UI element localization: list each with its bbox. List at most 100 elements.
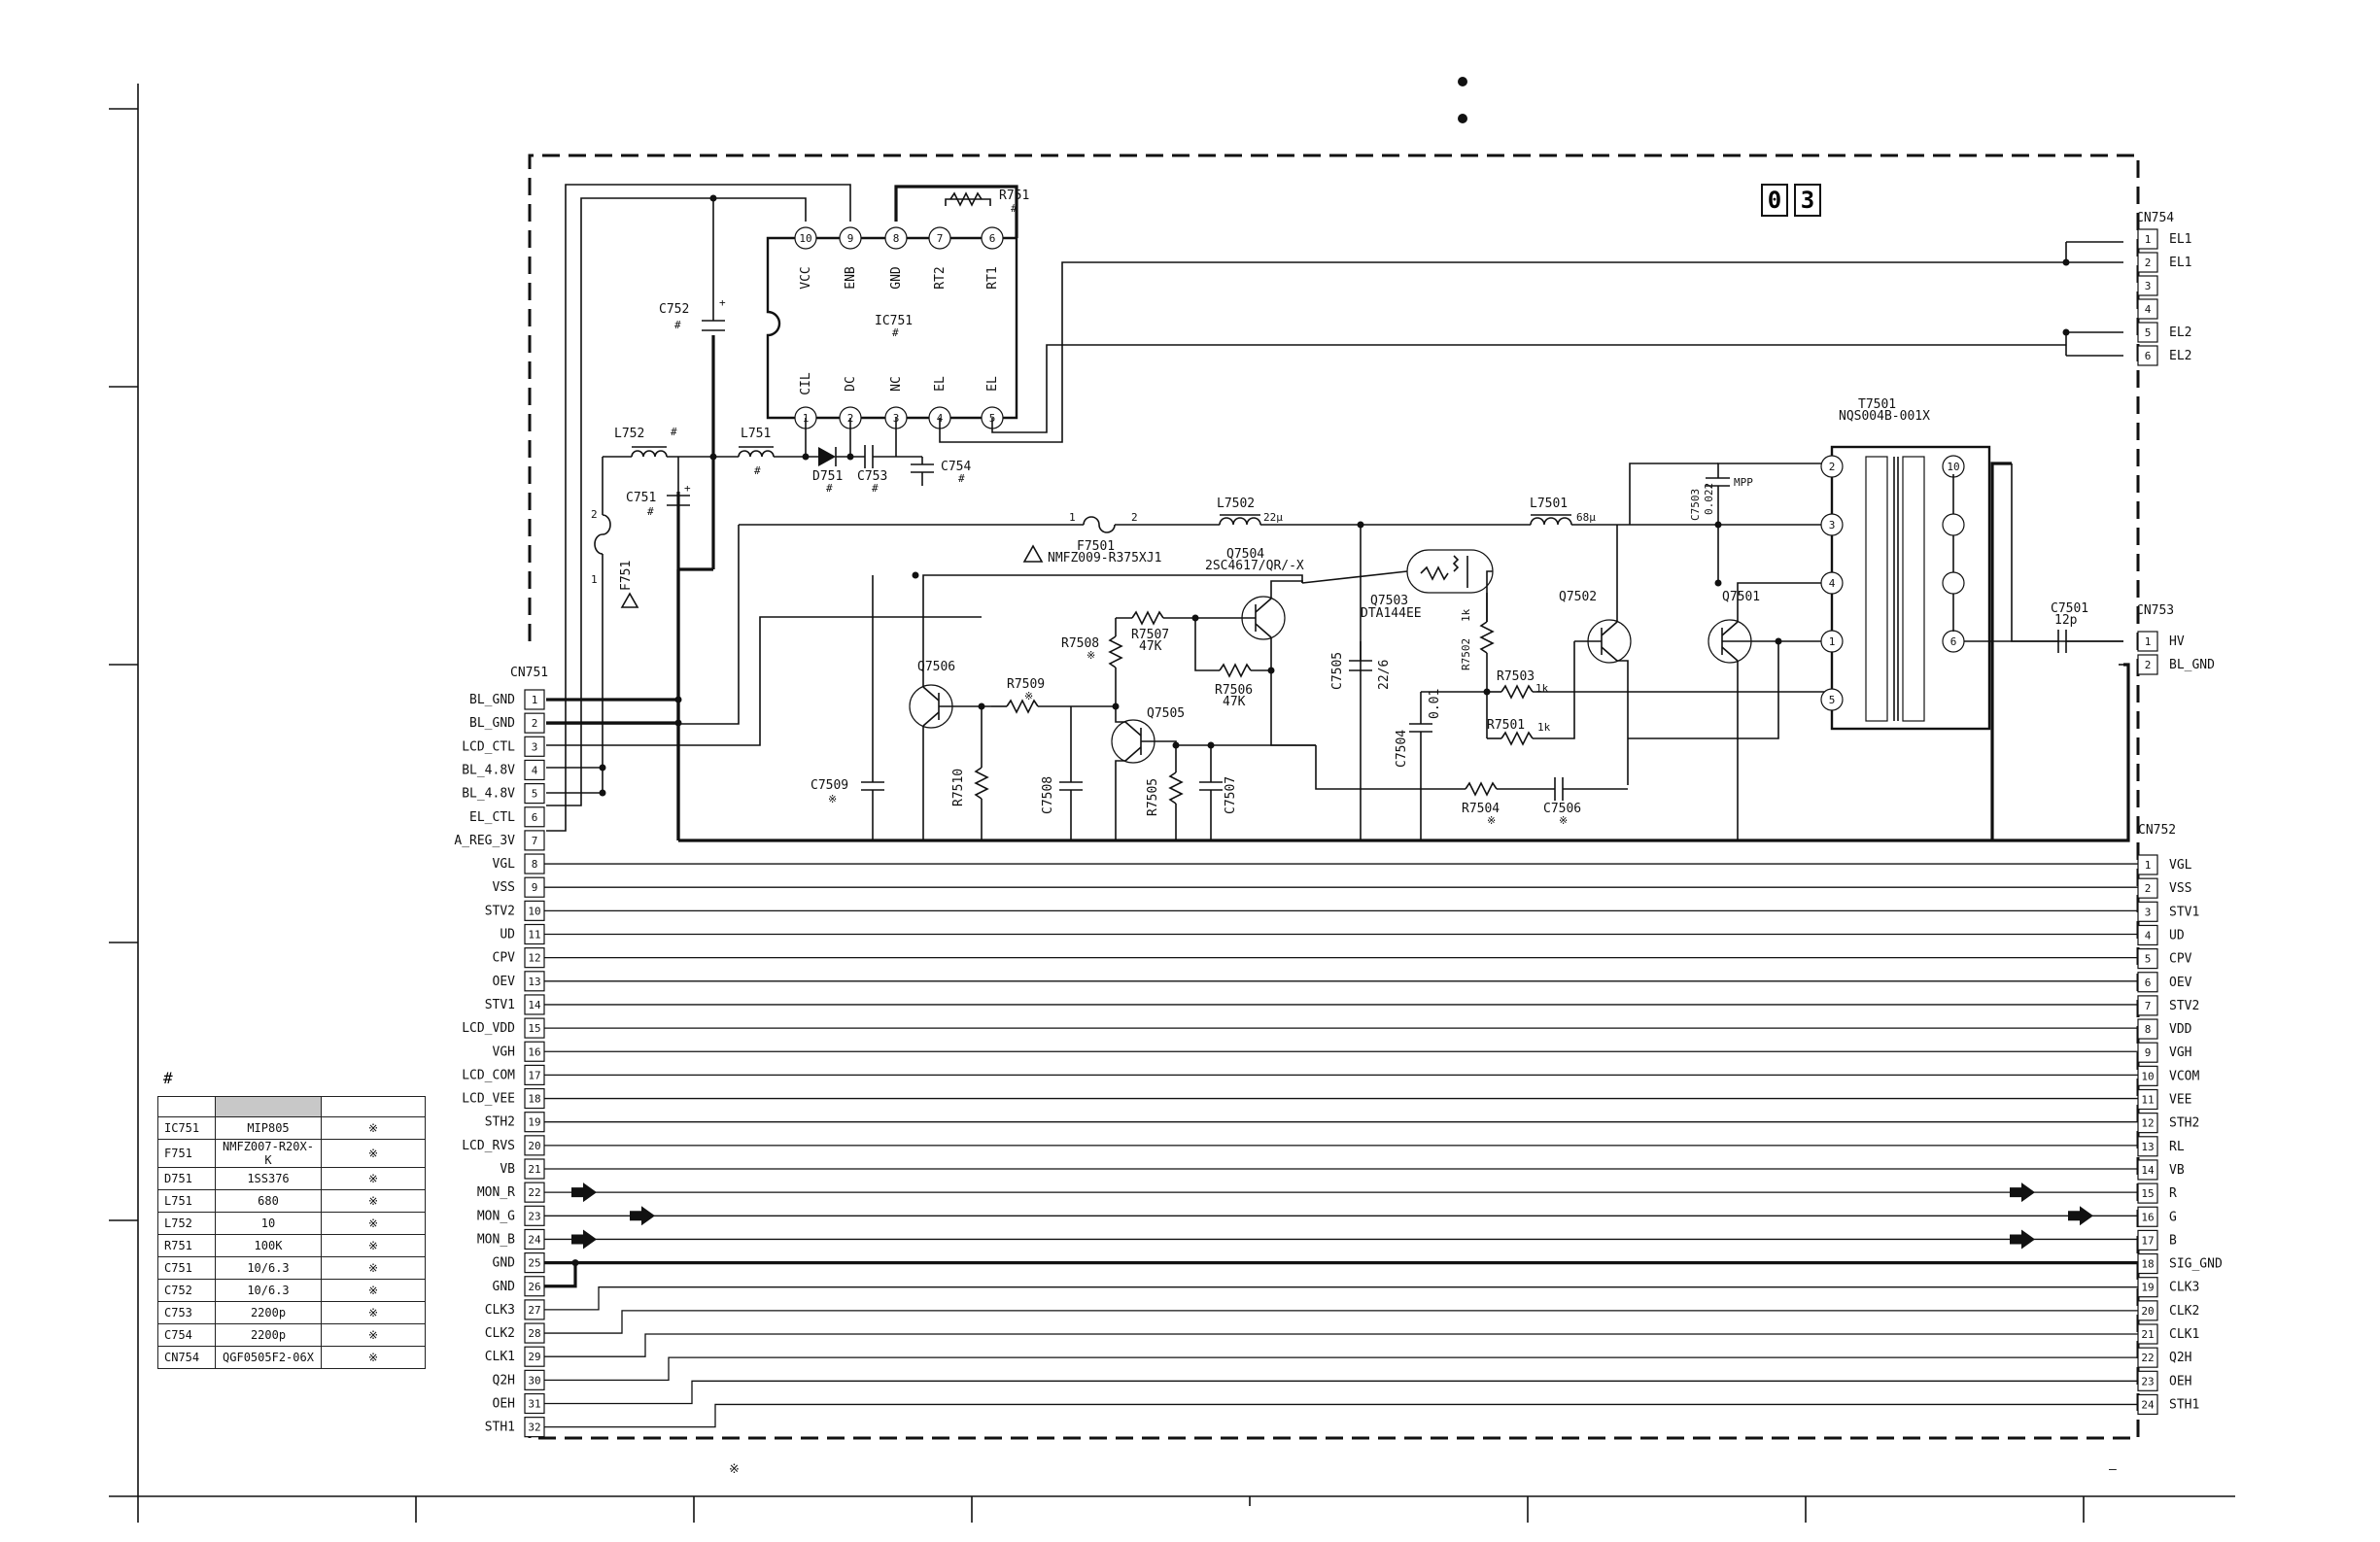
- backlight-input-wiring: R751 # C752 # + L752 # L751 # D751 # C75…: [546, 184, 2123, 840]
- header-cell: [321, 1096, 426, 1117]
- part-value-cell: 10: [215, 1212, 322, 1235]
- r7508-label: R7508: [1061, 636, 1099, 651]
- cn752-pin-name: RL: [2169, 1140, 2185, 1154]
- t7501-pin-number: 1: [1829, 635, 1836, 648]
- cn751-pin-name: VB: [500, 1162, 515, 1177]
- ic751-pin-name: DC: [844, 376, 858, 392]
- ic751-pin-number: 7: [937, 232, 944, 245]
- cn752-pin: [2137, 901, 2158, 922]
- part-ref-cell: C752: [157, 1279, 216, 1302]
- cn751-pin-number: 17: [528, 1069, 540, 1081]
- cn752-pin: [2137, 995, 2158, 1016]
- cn753-pin-number: 1: [2145, 635, 2152, 648]
- ic751-pin-name: RT1: [985, 266, 1000, 289]
- r7506-value: 47K: [1223, 695, 1246, 709]
- f7501-warning-icon: [1022, 544, 1044, 563]
- cn751-pin-name: VSS: [493, 880, 515, 895]
- cn751-pin-number: 7: [532, 835, 538, 847]
- cn751-pin-number: 10: [528, 905, 540, 917]
- cn751-pin-name: EL_CTL: [469, 810, 515, 825]
- cn752-pin-number: 24: [2141, 1398, 2155, 1411]
- f7501-pin1: 1: [1069, 511, 1076, 524]
- cn754-pin-number: 1: [2145, 233, 2152, 246]
- part-value-cell: NMFZ007-R20X-K: [215, 1139, 322, 1168]
- cn751-pin-name: LCD_RVS: [462, 1139, 515, 1153]
- cn752-pin-number: 15: [2141, 1187, 2154, 1200]
- f7501-pin2: 2: [1131, 511, 1138, 524]
- c7505-label: C7505: [1330, 652, 1345, 690]
- cn752-pin: [2137, 877, 2158, 899]
- cn752-pin: [2137, 854, 2158, 875]
- cn751-pin-name: MON_G: [477, 1209, 515, 1223]
- cn752-pin-number: 9: [2145, 1046, 2152, 1059]
- r7503-value: 1k: [1535, 682, 1549, 695]
- c7506-label: C7506: [1543, 802, 1581, 816]
- cn751-pin-name: LCD_VDD: [462, 1021, 515, 1036]
- ic751-pin-name: GND: [889, 266, 904, 290]
- inverter-circuit: 1 2 F7501 NMFZ009-R375XJ1 L7502 22μ L750…: [546, 462, 2123, 842]
- cn752-pin-name: VDD: [2169, 1022, 2192, 1037]
- gnd-wire: [544, 1262, 577, 1288]
- signal-bus: [544, 863, 2138, 1428]
- ic751-pin: [928, 226, 951, 250]
- cn753-pin-name: HV: [2169, 634, 2185, 649]
- part-ref-cell: C753: [157, 1301, 216, 1324]
- cn751-pin-name: LCD_VEE: [462, 1092, 515, 1107]
- cn752-pin-number: 14: [2141, 1164, 2155, 1177]
- l7502-value: 22μ: [1263, 511, 1283, 524]
- part-value-cell: MIP805: [215, 1116, 322, 1140]
- f751-warning-icon: [620, 592, 639, 608]
- cn752-pin-name: STV1: [2169, 905, 2199, 919]
- r7503-label: R7503: [1497, 669, 1535, 684]
- r751-mark: #: [1011, 202, 1018, 215]
- cn754-pin-number: 4: [2145, 303, 2152, 316]
- part-value-cell: 10/6.3: [215, 1279, 322, 1302]
- cn751-pin-number: 13: [528, 976, 540, 988]
- l7501-value: 68μ: [1576, 511, 1596, 524]
- cn751-pin: [524, 830, 545, 851]
- header-bullet: [1458, 77, 1467, 86]
- parts-table-mark: #: [163, 1069, 173, 1087]
- r7509-label: R7509: [1007, 677, 1045, 692]
- cn752-pin: [2137, 1042, 2158, 1063]
- c752-plus: +: [719, 296, 726, 309]
- cn751-pin-name: STH1: [485, 1421, 515, 1435]
- part-mark-cell: ※: [321, 1301, 426, 1324]
- q7503-part: DTA144EE: [1361, 606, 1422, 621]
- cn751-pin-name: OEH: [493, 1397, 515, 1412]
- cn753-pin-name: BL_GND: [2169, 658, 2215, 672]
- cn751-pin-name: STH2: [485, 1115, 515, 1130]
- c751-label: C751: [626, 491, 656, 505]
- ic751-pin-name: EL: [933, 376, 948, 392]
- cn752-pin-number: 20: [2141, 1305, 2154, 1318]
- r7510-label: R7510: [951, 769, 966, 806]
- cn751-pin-name: CLK2: [485, 1326, 515, 1341]
- cn751-pin-number: 1: [532, 694, 538, 706]
- t7501-pin-number: 3: [1829, 519, 1836, 531]
- c752-mark: #: [674, 319, 681, 331]
- cn752-pin: [2137, 1018, 2158, 1040]
- cn752-pin-name: UD: [2169, 928, 2185, 942]
- cn752-pin-name: CLK1: [2169, 1327, 2199, 1342]
- r7501-value: 1k: [1537, 721, 1551, 734]
- cn751-pin-number: 6: [532, 811, 538, 824]
- cn752-pin-name: VGL: [2169, 858, 2192, 873]
- cn752-pin: [2137, 947, 2158, 970]
- cn752-pin: [2137, 1113, 2158, 1134]
- cn751-pin-number: 31: [528, 1398, 540, 1411]
- cn751-pin-number: 12: [528, 952, 540, 965]
- ic751-pin: [981, 226, 1004, 250]
- t7501-pin-number: 6: [1950, 635, 1957, 648]
- cn751-pin-name: STV2: [485, 904, 515, 918]
- cn751-pin-name: CLK1: [485, 1350, 515, 1364]
- l751-label: L751: [741, 427, 771, 441]
- bus-wire: [544, 1356, 2138, 1381]
- l7501-label: L7501: [1530, 497, 1568, 511]
- cn751-pin-number: 18: [528, 1093, 540, 1106]
- c7509-mark: ※: [828, 793, 837, 805]
- cn752-pin: [2137, 972, 2158, 993]
